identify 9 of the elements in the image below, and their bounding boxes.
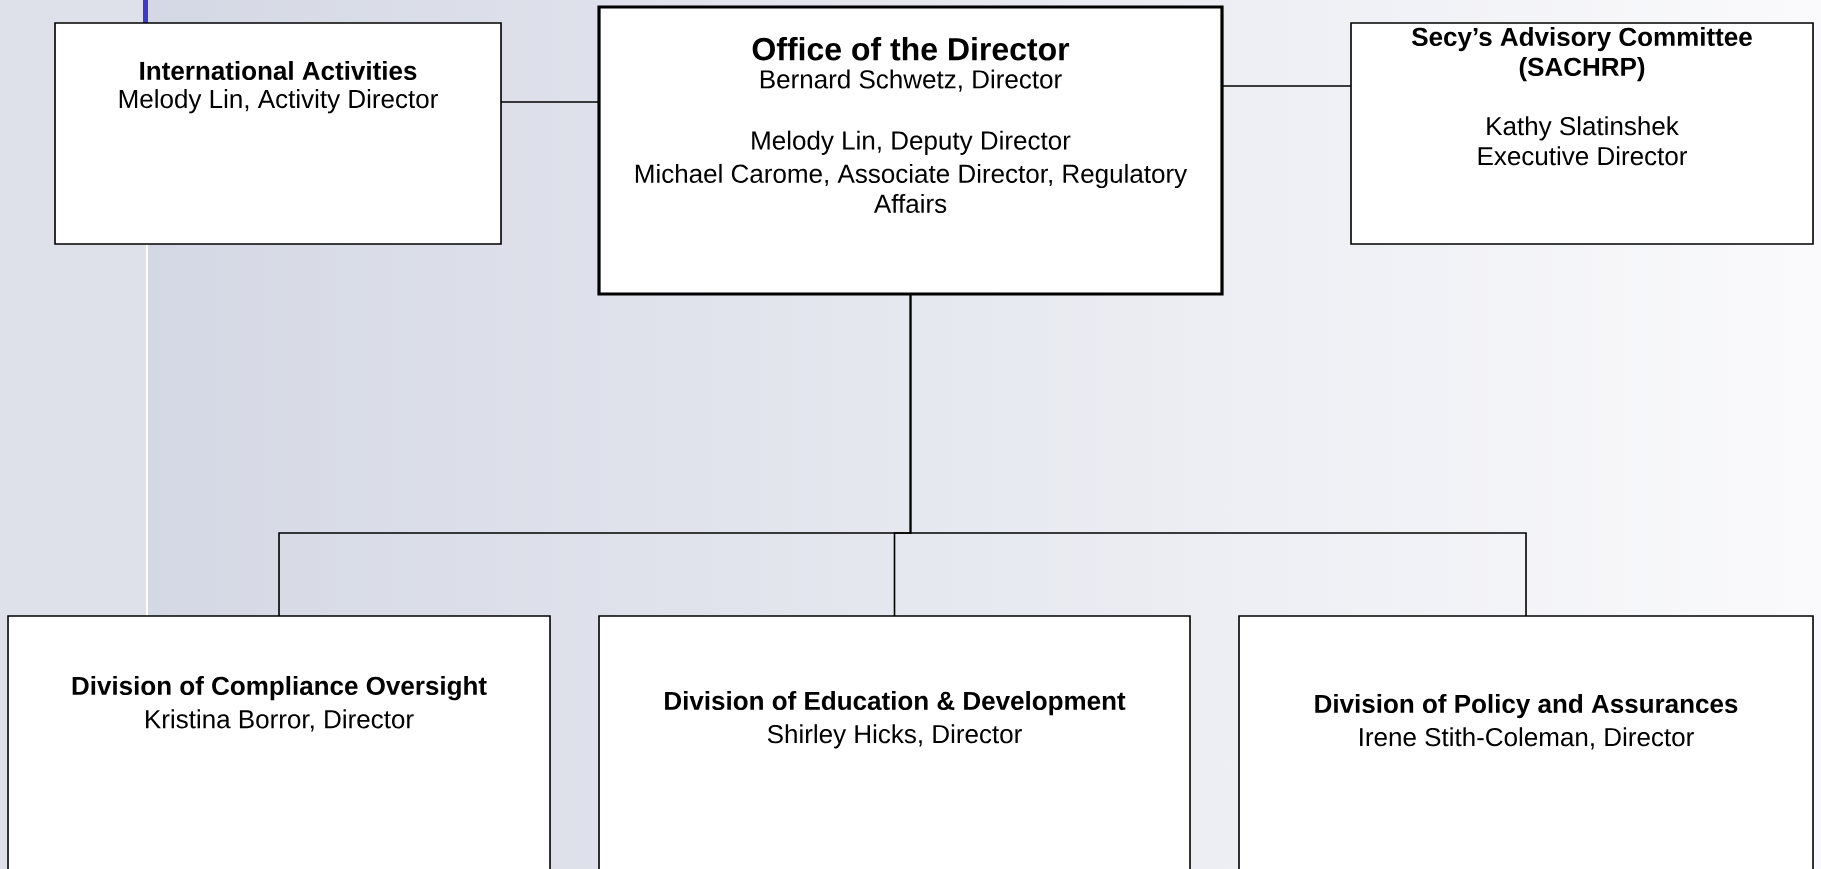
connector-line [500, 101, 600, 103]
director-box: Office of the Director Bernard Schwetz, Director Melody Lin, Deputy Director Michael Carome, Associate Director, Regulatory Affairs [597, 5, 1224, 296]
connector-line [909, 293, 1527, 617]
division-box: Division of Compliance Oversight Kristina Borror, Director [7, 615, 551, 869]
org-box: International Activities Melody Lin, Activity Director [54, 22, 502, 245]
org-box: Secy’s Advisory Committee (SACHRP) Kathy Slatinshek Executive Director [1350, 22, 1814, 245]
division-box: Division of Policy and Assurances Irene Stith-Coleman, Director [1238, 615, 1814, 869]
connector-line [1221, 85, 1352, 87]
division-box: Division of Education & Development Shirley Hicks, Director [598, 615, 1191, 869]
